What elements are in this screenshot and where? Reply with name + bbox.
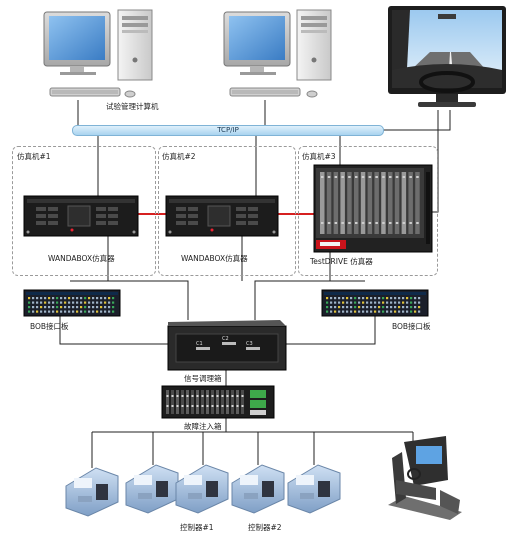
rack-server-icon [313,164,433,253]
rack-server-icon [165,195,279,237]
sim1-title: 仿真机#1 [17,152,51,161]
tcpip-label: TCP/IP [217,126,239,134]
testdrive-label: TestDRIVE 仿真器 [310,257,373,266]
ecu-controller-icon [175,464,229,514]
signal-port-label: C3 [246,341,253,347]
ecu-controller-icon [287,464,341,514]
controller1-label: 控制器#1 [180,523,214,532]
bob-left-label: BOB接口板 [30,322,69,331]
sim2-title: 仿真机#2 [162,152,196,161]
tcpip-bus: TCP/IP [72,125,384,136]
bob-right-label: BOB接口板 [392,322,431,331]
rack-server-icon [23,195,139,237]
sim3-title: 仿真机#3 [302,152,336,161]
simulator-frame-2 [158,146,296,276]
ecu-controller-icon [125,464,179,514]
signal-port-label: C1 [196,341,203,347]
wandabox2-label: WANDABOX仿真器 [181,254,248,263]
driving-seat-icon [388,436,462,520]
signal-port-label: C2 [222,336,229,342]
desktop-computer-icon [43,9,153,98]
test-pc-label: 试验管理计算机 [106,102,159,111]
controller2-label: 控制器#2 [248,523,282,532]
interface-board-icon [23,289,121,317]
fault-injection-box-icon [161,385,275,419]
interface-board-icon [321,289,429,317]
signal-box-label: 信号调理箱 [184,374,222,383]
simulator-frame-3 [298,146,438,276]
ecu-controllers [65,464,341,517]
fault-box-label: 故障注入箱 [184,422,222,431]
simulator-frame-1 [12,146,156,276]
wandabox1-label: WANDABOX仿真器 [48,254,115,263]
driving-simulator-monitor-icon [388,6,506,107]
ecu-controller-icon [65,467,119,517]
desktop-computer-icon [223,9,332,98]
ecu-controller-icon [231,464,285,514]
